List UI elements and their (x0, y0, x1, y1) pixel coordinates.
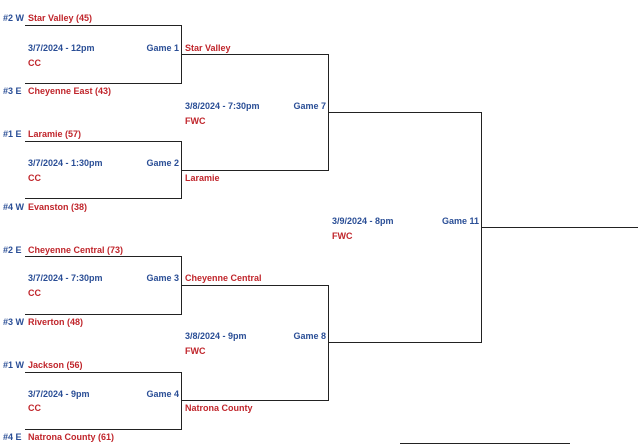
team-label[interactable]: Star Valley (45) (28, 13, 93, 23)
game-number: Game 8 (293, 331, 326, 341)
game-number: Game 3 (146, 273, 179, 283)
winner-label[interactable]: Star Valley (185, 43, 231, 53)
bracket-line (25, 141, 182, 142)
bracket-line (481, 227, 638, 228)
bracket-line (25, 83, 182, 84)
bracket-line (25, 429, 182, 430)
team-label[interactable]: Natrona County (61) (28, 432, 115, 442)
team-label[interactable]: Laramie (57) (28, 129, 82, 139)
game-number: Game 7 (293, 101, 326, 111)
bracket-line (25, 25, 182, 26)
game-date: 3/7/2024 - 9pm (28, 389, 90, 399)
game-number: Game 11 (441, 216, 479, 226)
team-label[interactable]: Cheyenne East (43) (28, 86, 112, 96)
bracket-line (328, 112, 482, 113)
team-label[interactable]: Jackson (56) (28, 360, 83, 370)
game-date: 3/8/2024 - 9pm (185, 331, 247, 341)
game-number: Game 2 (146, 158, 179, 168)
game-number: Game 1 (146, 43, 179, 53)
game-number: Game 4 (146, 389, 179, 399)
game-date: 3/9/2024 - 8pm (332, 216, 394, 226)
seed-label: #1 W (3, 360, 25, 370)
game-date: 3/7/2024 - 12pm (28, 43, 95, 53)
bracket-line (181, 170, 329, 171)
bracket-line (181, 285, 329, 286)
seed-label: #4 W (3, 202, 25, 212)
bracket-line (25, 372, 182, 373)
bracket-line (181, 372, 182, 430)
winner-label[interactable]: Cheyenne Central (185, 273, 262, 283)
seed-label: #1 E (3, 129, 22, 139)
bracket-line (181, 54, 329, 55)
bracket-line (400, 443, 570, 444)
bracket-line (181, 400, 329, 401)
seed-label: #3 W (3, 317, 25, 327)
team-label[interactable]: Evanston (38) (28, 202, 88, 212)
game-date: 3/7/2024 - 1:30pm (28, 158, 103, 168)
bracket-line (25, 314, 182, 315)
winner-label[interactable]: Laramie (185, 173, 220, 183)
game-date: 3/8/2024 - 7:30pm (185, 101, 260, 111)
game-venue: FWC (332, 231, 353, 241)
seed-label: #2 E (3, 245, 22, 255)
bracket-line (328, 342, 482, 343)
seed-label: #3 E (3, 86, 22, 96)
bracket-line (328, 285, 329, 401)
bracket-line (25, 256, 182, 257)
game-venue: CC (28, 288, 41, 298)
game-date: 3/7/2024 - 7:30pm (28, 273, 103, 283)
seed-label: #4 E (3, 432, 22, 442)
game-venue: FWC (185, 116, 206, 126)
seed-label: #2 W (3, 13, 25, 23)
game-venue: FWC (185, 346, 206, 356)
team-label[interactable]: Riverton (48) (28, 317, 84, 327)
bracket-line (25, 198, 182, 199)
team-label[interactable]: Cheyenne Central (73) (28, 245, 124, 255)
game-venue: CC (28, 403, 41, 413)
winner-label[interactable]: Natrona County (185, 403, 253, 413)
game-venue: CC (28, 58, 41, 68)
game-venue: CC (28, 173, 41, 183)
